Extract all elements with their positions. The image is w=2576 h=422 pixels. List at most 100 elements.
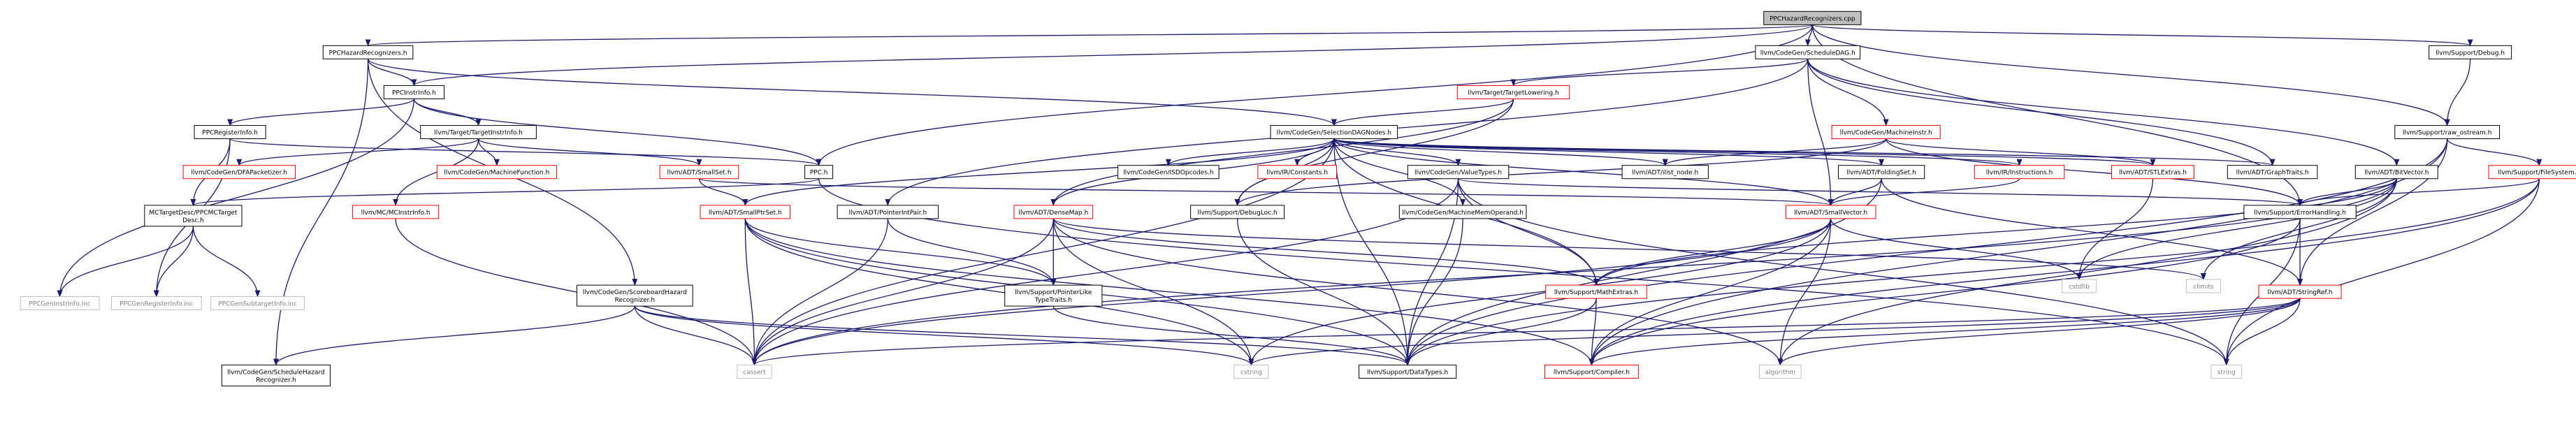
- node-valuetypes[interactable]: llvm/CodeGen/ValueTypes.h: [1407, 165, 1510, 180]
- node-box: [1233, 364, 1269, 379]
- node-densemap[interactable]: llvm/ADT/DenseMap.h: [1013, 205, 1094, 219]
- edges: [57, 24, 2542, 366]
- node-ppcinstrinfo[interactable]: PPCInstrInfo.h: [383, 85, 444, 99]
- node-box: [182, 165, 296, 180]
- node-isdopcodes[interactable]: llvm/CodeGen/ISDOpcodes.h: [1117, 165, 1220, 180]
- node-stringref[interactable]: llvm/ADT/StringRef.h: [2258, 284, 2342, 299]
- node-machineinstr[interactable]: llvm/CodeGen/MachineInstr.h: [1831, 125, 1941, 140]
- node-ppchazard-h[interactable]: PPCHazardRecognizers.h: [322, 45, 414, 59]
- edge-root-to-ppchazard_h: [366, 24, 1814, 47]
- node-smallvector[interactable]: llvm/ADT/SmallVector.h: [1785, 205, 1876, 219]
- node-mathextras[interactable]: llvm/Support/MathExtras.h: [1545, 284, 1647, 299]
- node-label: Desc.h: [182, 217, 204, 224]
- edge-bitvector-to-cstdlib: [2076, 178, 2397, 280]
- edge-foldingset-to-stringref: [1881, 178, 2303, 286]
- edge-bitvector-to-cassert: [751, 178, 2397, 366]
- edge-bitvector-to-algorithm: [1777, 178, 2397, 366]
- node-ppcgenregisterinfo-inc: PPCGenRegisterInfo.inc: [110, 296, 202, 310]
- edge-targetlowering-to-densemap: [1050, 99, 1514, 206]
- node-box: [837, 205, 939, 219]
- edge-selectiondagnodes-to-smallvector: [1333, 138, 1834, 206]
- node-label: PPCGenSubtargetInfo.inc: [218, 300, 297, 307]
- node-compiler[interactable]: llvm/Support/Compiler.h: [1544, 364, 1639, 379]
- node-ppc-h[interactable]: PPC.h: [804, 165, 834, 180]
- node-scoreboardhazard[interactable]: llvm/CodeGen/ScoreboardHazardRecognizer.…: [576, 284, 693, 307]
- node-debug[interactable]: llvm/Support/Debug.h: [2429, 45, 2512, 59]
- node-smallptrset[interactable]: llvm/ADT/SmallPtrSet.h: [700, 205, 791, 219]
- node-label: llvm/CodeGen/ScoreboardHazard: [583, 289, 687, 296]
- edge-root-to-raw_ostream: [1811, 24, 2450, 126]
- edge-pointerintpair-to-cassert: [751, 218, 888, 366]
- node-label: llvm/ADT/GraphTraits.h: [2236, 170, 2309, 177]
- node-label: PPCInstrInfo.h: [392, 89, 436, 96]
- node-cassert: cassert: [737, 364, 772, 379]
- edge-targetinstrinfo-to-smallset: [477, 138, 702, 166]
- node-label: PPCHazardRecognizers.cpp: [1770, 15, 1855, 22]
- node-ilist-node[interactable]: llvm/ADT/ilist_node.h: [1621, 165, 1709, 180]
- node-bitvector[interactable]: llvm/ADT/BitVector.h: [2354, 165, 2438, 180]
- node-box: [352, 205, 440, 219]
- node-box: [2488, 165, 2576, 180]
- edge-smallptrset-to-compiler: [744, 218, 1595, 366]
- edge-ppchazard_h-to-ppcinstrinfo: [367, 59, 417, 87]
- node-label: llvm/CodeGen/DFAPacketizer.h: [191, 170, 288, 177]
- node-raw-ostream[interactable]: llvm/Support/raw_ostream.h: [2394, 125, 2501, 140]
- node-machinefunction[interactable]: llvm/CodeGen/MachineFunction.h: [436, 165, 557, 180]
- node-debugloc[interactable]: llvm/Support/DebugLoc.h: [1190, 205, 1285, 219]
- edge-densemap-to-mathextras: [1052, 218, 1599, 286]
- edge-instructions-to-smallvector: [1828, 178, 2020, 206]
- node-targetinstrinfo[interactable]: llvm/Target/TargetInstrInfo.h: [420, 125, 537, 140]
- edge-ppcregisterinfo-to-ppc_h: [229, 138, 822, 166]
- node-filesystem[interactable]: llvm/Support/FileSystem.h: [2488, 165, 2576, 180]
- node-constants[interactable]: llvm/IR/Constants.h: [1257, 165, 1338, 180]
- node-label: llvm/CodeGen/MachineMemOperand.h: [1402, 210, 1524, 217]
- node-dfapacketizer[interactable]: llvm/CodeGen/DFAPacketizer.h: [182, 165, 296, 180]
- node-graphtraits[interactable]: llvm/ADT/GraphTraits.h: [2227, 165, 2318, 180]
- node-errorhandling[interactable]: llvm/Support/ErrorHandling.h: [2243, 205, 2357, 219]
- edge-scoreboardhazard-to-cstring: [634, 305, 1254, 366]
- edge-machineinstr-to-errorhandling: [1886, 138, 2303, 206]
- edge-ppcinstrinfo-to-ppcgeninstrinfo_inc: [57, 99, 415, 298]
- node-instructions[interactable]: llvm/IR/Instructions.h: [1974, 165, 2065, 180]
- edge-valuetypes-to-mathextras: [1457, 178, 1599, 286]
- node-root[interactable]: PPCHazardRecognizers.cpp: [1763, 10, 1862, 25]
- node-box: [1359, 364, 1457, 379]
- node-label: llvm/IR/Instructions.h: [1986, 170, 2053, 177]
- node-datatypes[interactable]: llvm/Support/DataTypes.h: [1359, 364, 1457, 379]
- node-label: llvm/CodeGen/MachineInstr.h: [1840, 130, 1932, 137]
- node-label: llvm/Support/ErrorHandling.h: [2254, 210, 2345, 217]
- node-foldingset[interactable]: llvm/ADT/FoldingSet.h: [1837, 165, 1925, 180]
- node-box: [194, 125, 266, 140]
- node-box: [1974, 165, 2065, 180]
- node-targetlowering[interactable]: llvm/Target/TargetLowering.h: [1456, 85, 1570, 99]
- node-smallset[interactable]: llvm/ADT/SmallSet.h: [659, 165, 739, 180]
- node-label: llvm/ADT/StringRef.h: [2268, 289, 2333, 296]
- node-box: [210, 296, 305, 310]
- node-box: [1407, 165, 1510, 180]
- node-scheduledag[interactable]: llvm/CodeGen/ScheduleDAG.h: [1755, 45, 1861, 59]
- node-box: [576, 284, 693, 307]
- node-selectiondagnodes[interactable]: llvm/CodeGen/SelectionDAGNodes.h: [1270, 125, 1398, 140]
- node-machinememoperand[interactable]: llvm/CodeGen/MachineMemOperand.h: [1398, 205, 1527, 219]
- node-box: [2062, 279, 2097, 293]
- node-pointerintpair[interactable]: llvm/ADT/PointerIntPair.h: [837, 205, 939, 219]
- edge-smallptrset-to-cassert: [744, 218, 758, 366]
- node-mcinstrinfo[interactable]: llvm/MC/MCInstrInfo.h: [352, 205, 440, 219]
- node-stlextras[interactable]: llvm/ADT/STLExtras.h: [2111, 165, 2194, 180]
- node-box: [1270, 125, 1398, 140]
- node-ppcgensubtargetinfo-inc: PPCGenSubtargetInfo.inc: [210, 296, 305, 310]
- node-label: TypeTraits.h: [1034, 297, 1072, 304]
- node-ppcregisterinfo[interactable]: PPCRegisterInfo.h: [194, 125, 266, 140]
- node-box: [2243, 205, 2357, 219]
- node-label: llvm/Support/DataTypes.h: [1367, 369, 1448, 376]
- edge-machineinstr-to-stlextras: [1886, 138, 2156, 166]
- node-box: [1758, 364, 1802, 379]
- edge-smallvector-to-cstdlib: [1830, 218, 2083, 280]
- node-label: PPC.h: [810, 170, 828, 177]
- edge-smallptrset-to-pointerliketypetraits: [744, 218, 1057, 286]
- node-label: PPCGenInstrInfo.inc: [29, 300, 91, 307]
- edge-densemap-to-cassert: [751, 218, 1054, 366]
